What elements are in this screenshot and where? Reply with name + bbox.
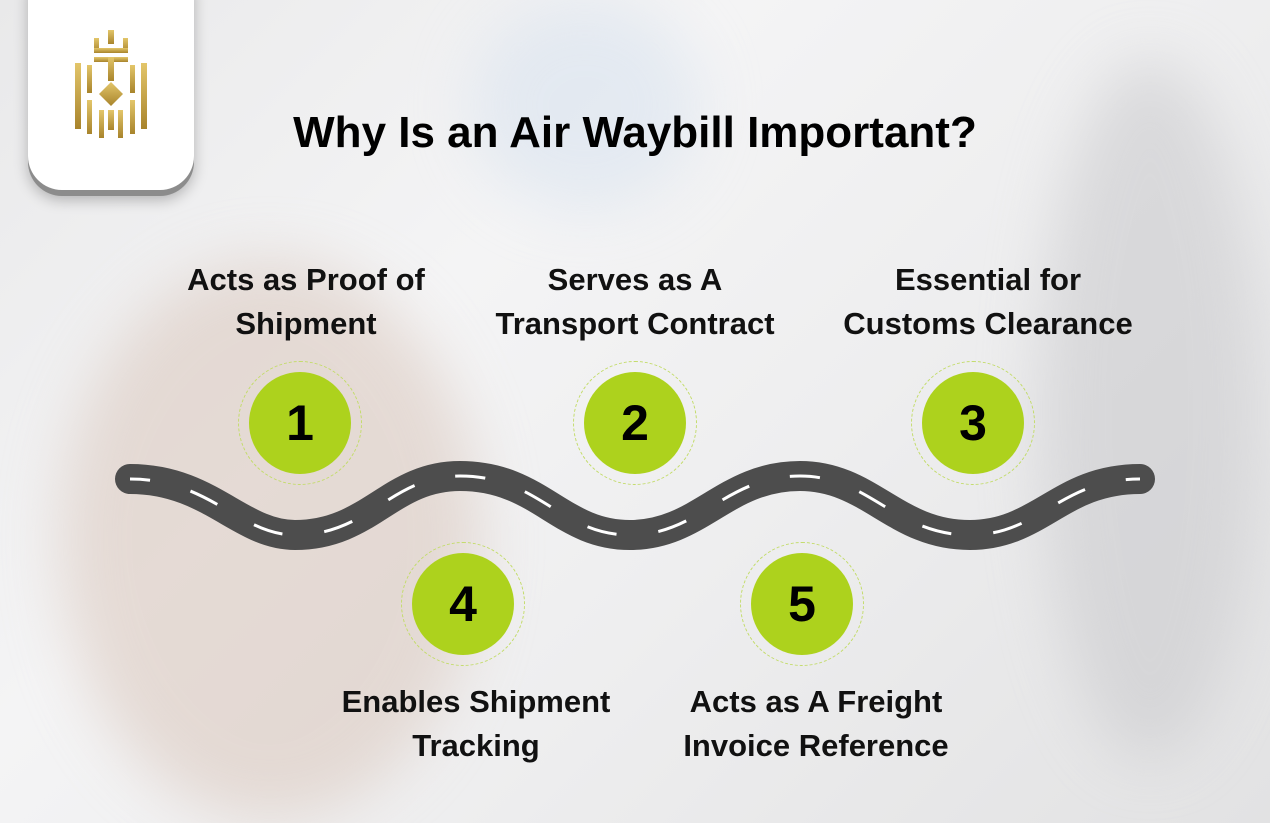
step-3-label-line2: Customs Clearance xyxy=(843,306,1133,341)
step-2-label-line2: Transport Contract xyxy=(495,306,775,341)
step-3-label-line1: Essential for xyxy=(894,262,1082,297)
step-2-badge: 2 xyxy=(573,361,697,485)
step-3-badge: 3 xyxy=(911,361,1035,485)
step-5-badge: 5 xyxy=(740,542,864,666)
step-5-label-line2: Invoice Reference xyxy=(683,728,949,763)
step-4-badge: 4 xyxy=(401,542,525,666)
step-2-label-line1: Serves as A xyxy=(547,262,723,297)
logo xyxy=(28,0,194,190)
road-body xyxy=(115,460,1155,551)
background-chart xyxy=(470,0,700,210)
step-1-label: Acts as Proof of Shipment xyxy=(136,258,476,346)
step-4-label-line2: Tracking xyxy=(412,728,540,763)
crest-logo-icon xyxy=(75,30,147,138)
page-title: Why Is an Air Waybill Important? xyxy=(293,108,977,157)
step-1-label-line2: Shipment xyxy=(235,306,377,341)
step-1-label-line1: Acts as Proof of xyxy=(187,262,425,297)
step-4-label-line1: Enables Shipment xyxy=(341,684,611,719)
step-1-badge: 1 xyxy=(238,361,362,485)
step-5-label-line1: Acts as A Freight xyxy=(689,684,943,719)
background-presenter xyxy=(1040,60,1260,760)
step-2-label: Serves as A Transport Contract xyxy=(465,258,805,346)
